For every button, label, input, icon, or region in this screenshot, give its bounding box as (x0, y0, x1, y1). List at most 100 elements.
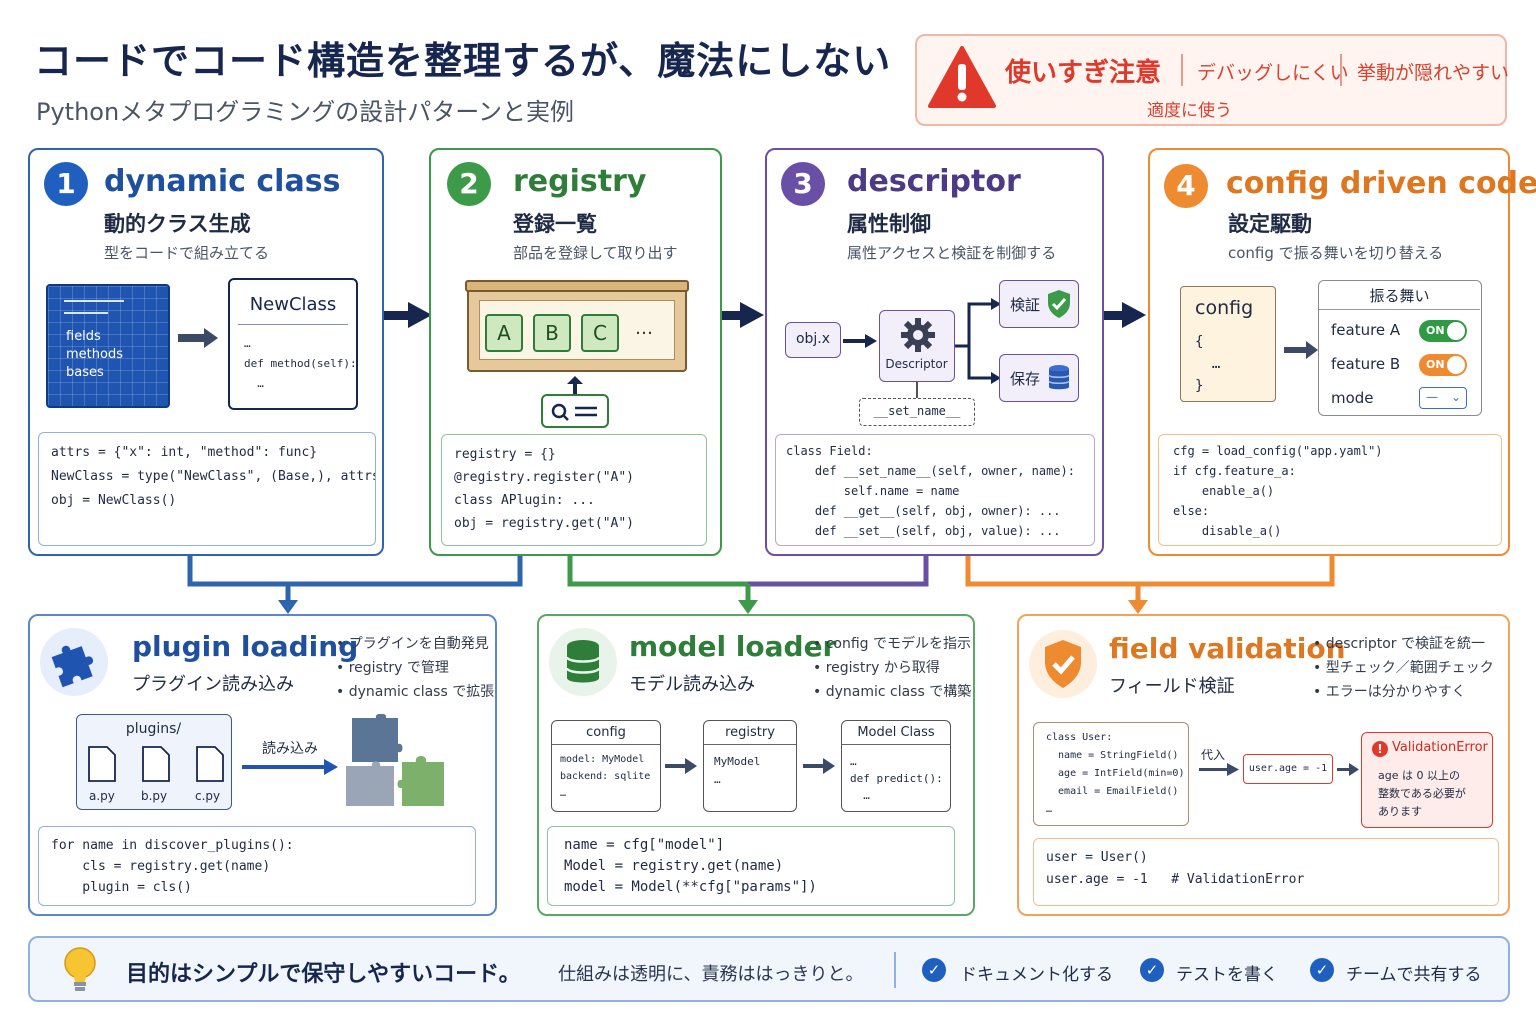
code-block: for name in discover_plugins(): cls = re… (38, 826, 476, 906)
error-icon: ! (1372, 741, 1388, 757)
registry-slot-c: C (581, 314, 619, 352)
warning-item-hidden: 挙動が隠れやすい (1357, 62, 1510, 84)
file-a: a.py (89, 789, 115, 803)
step-number: 2 (447, 162, 491, 206)
warning-box: 使いすぎ注意 デバッグしにくい 挙動が隠れやすい 適度に使う (915, 34, 1510, 126)
step-number: 1 (44, 162, 88, 206)
gear-icon (901, 318, 935, 352)
error-message: age は 0 以上の 整数である必要が あります (1378, 769, 1466, 818)
feature-a-toggle[interactable]: ON (1419, 320, 1467, 342)
config-file-title: config (1195, 297, 1254, 319)
bullet-item: • プラグインを自動発見 (336, 636, 489, 652)
newclass-body: … def method(self): … (244, 337, 357, 390)
check-item-tests: テストを書く (1176, 965, 1278, 985)
model-class-box: Model Class … def predict(): … (841, 720, 951, 812)
warning-title: 使いすぎ注意 (1005, 58, 1162, 88)
step-number: 4 (1164, 164, 1208, 208)
feature-b-label: feature B (1331, 355, 1401, 373)
model-class-body: … def predict(): … (850, 755, 943, 802)
panel-jp-title: 動的クラス生成 (104, 212, 251, 236)
panel-jp-title: フィールド検証 (1109, 676, 1235, 697)
bullet-item: • descriptor で検証を統一 (1313, 636, 1486, 652)
panel-description: 部品を登録して取り出す (513, 244, 678, 262)
shelf-top (465, 280, 689, 292)
database-icon (1048, 365, 1070, 390)
panel-dynamic-class: 1 dynamic class 動的クラス生成 型をコードで組み立てる fiel… (28, 148, 384, 556)
assign-expression: user.age = -1 (1243, 754, 1333, 784)
arrow-right-icon (1199, 763, 1239, 776)
panel-jp-title: 設定駆動 (1228, 212, 1312, 236)
mode-label: mode (1331, 389, 1374, 407)
step-number: 3 (781, 162, 825, 206)
shield-check-icon (1048, 290, 1070, 318)
assign-label: 代入 (1201, 748, 1226, 762)
newclass-divider (238, 324, 348, 325)
plugins-folder-icon: plugins/ a.py b.py c.py (76, 714, 232, 810)
registry-slot-more: … (635, 318, 653, 339)
config-box-body: model: MyModel backend: sqlite … (560, 754, 651, 799)
feature-b-toggle[interactable]: ON (1419, 354, 1467, 376)
panel-title: config driven code (1226, 166, 1536, 201)
arrow-right-icon (178, 328, 218, 348)
config-file-icon: config { … } (1180, 286, 1276, 402)
mode-select-value: — (1426, 390, 1438, 404)
load-label: 読み込み (262, 741, 318, 757)
panel-registry: 2 registry 登録一覧 部品を登録して取り出す A B C … regi… (429, 148, 722, 556)
registry-box-title: registry (704, 721, 796, 745)
mode-select[interactable]: — ⌄ (1419, 387, 1467, 409)
summary-bar: 目的はシンプルで保守しやすいコード。 仕組みは透明に、責務ははっきりと。 ✓ ド… (28, 936, 1510, 1002)
registry-slot-a: A (485, 314, 523, 352)
database-icon (549, 628, 617, 696)
code-block: name = cfg["model"] Model = registry.get… (547, 826, 955, 906)
bullet-item: • dynamic class で拡張 (336, 684, 495, 700)
bullet-item: • エラーは分かりやすく (1313, 684, 1466, 700)
panel-plugin-loading: plugin loading プラグイン読み込み • プラグインを自動発見 • … (28, 614, 497, 916)
arrow-right-icon (1337, 763, 1359, 776)
panel-field-validation: field validation フィールド検証 • descriptor で検… (1017, 614, 1510, 916)
shield-check-icon (1029, 630, 1097, 698)
panel-description: config で振る舞いを切り替える (1228, 244, 1444, 262)
warning-icon (928, 46, 996, 108)
chevron-down-icon: ⌄ (1450, 390, 1461, 404)
code-block: cfg = load_config("app.yaml") if cfg.fea… (1158, 434, 1502, 546)
warning-footer: 適度に使う (1147, 101, 1232, 121)
code-block: class Field: def __set_name__(self, owne… (775, 434, 1095, 546)
registry-slot-b: B (533, 314, 571, 352)
bullet-item: • 型チェック／範囲チェック (1313, 660, 1494, 676)
arrow-right-icon (1284, 341, 1318, 359)
warning-item-debug: デバッグしにくい (1197, 62, 1349, 84)
newclass-box: NewClass … def method(self): … (228, 278, 358, 410)
save-label: 保存 (1010, 370, 1041, 388)
code-block: registry = {} @registry.register("A") cl… (441, 434, 707, 546)
error-title: ValidationError (1392, 740, 1488, 755)
descriptor-label: Descriptor (885, 357, 948, 371)
search-lookup-icon (541, 394, 609, 428)
validate-box: 検証 (999, 280, 1079, 328)
summary-main: 目的はシンプルで保守しやすいコード。 (126, 962, 521, 987)
check-icon: ✓ (1140, 958, 1164, 982)
blueprint-icon: fields methods bases (46, 284, 170, 408)
file-c: c.py (195, 789, 221, 803)
registry-box: registry MyModel … (703, 720, 797, 812)
page-subtitle: Pythonメタプログラミングの設計パターンと実例 (36, 98, 574, 126)
newclass-title: NewClass (249, 294, 337, 315)
file-icons (88, 746, 224, 782)
blueprint-line (64, 300, 124, 302)
behavior-divider (1319, 309, 1480, 310)
panel-jp-title: 登録一覧 (513, 212, 597, 236)
set-name-box: __set_name__ (859, 398, 975, 426)
panel-title: plugin loading (132, 630, 359, 663)
arrow-right-icon (843, 334, 877, 348)
check-icon: ✓ (922, 958, 946, 982)
config-box: config model: MyModel backend: sqlite … (551, 720, 661, 812)
config-box-title: config (552, 721, 660, 745)
panel-jp-title: モデル読み込み (629, 674, 755, 695)
check-item-share: チームで共有する (1346, 965, 1482, 985)
objx-box: obj.x (785, 322, 841, 358)
blueprint-labels: fields methods bases (66, 328, 123, 382)
folder-label: plugins/ (125, 721, 182, 737)
panel-title: model loader (629, 630, 837, 663)
summary-divider (894, 952, 896, 988)
panel-title: dynamic class (104, 164, 341, 199)
code-block: user = User() user.age = -1 # Validation… (1033, 838, 1499, 906)
